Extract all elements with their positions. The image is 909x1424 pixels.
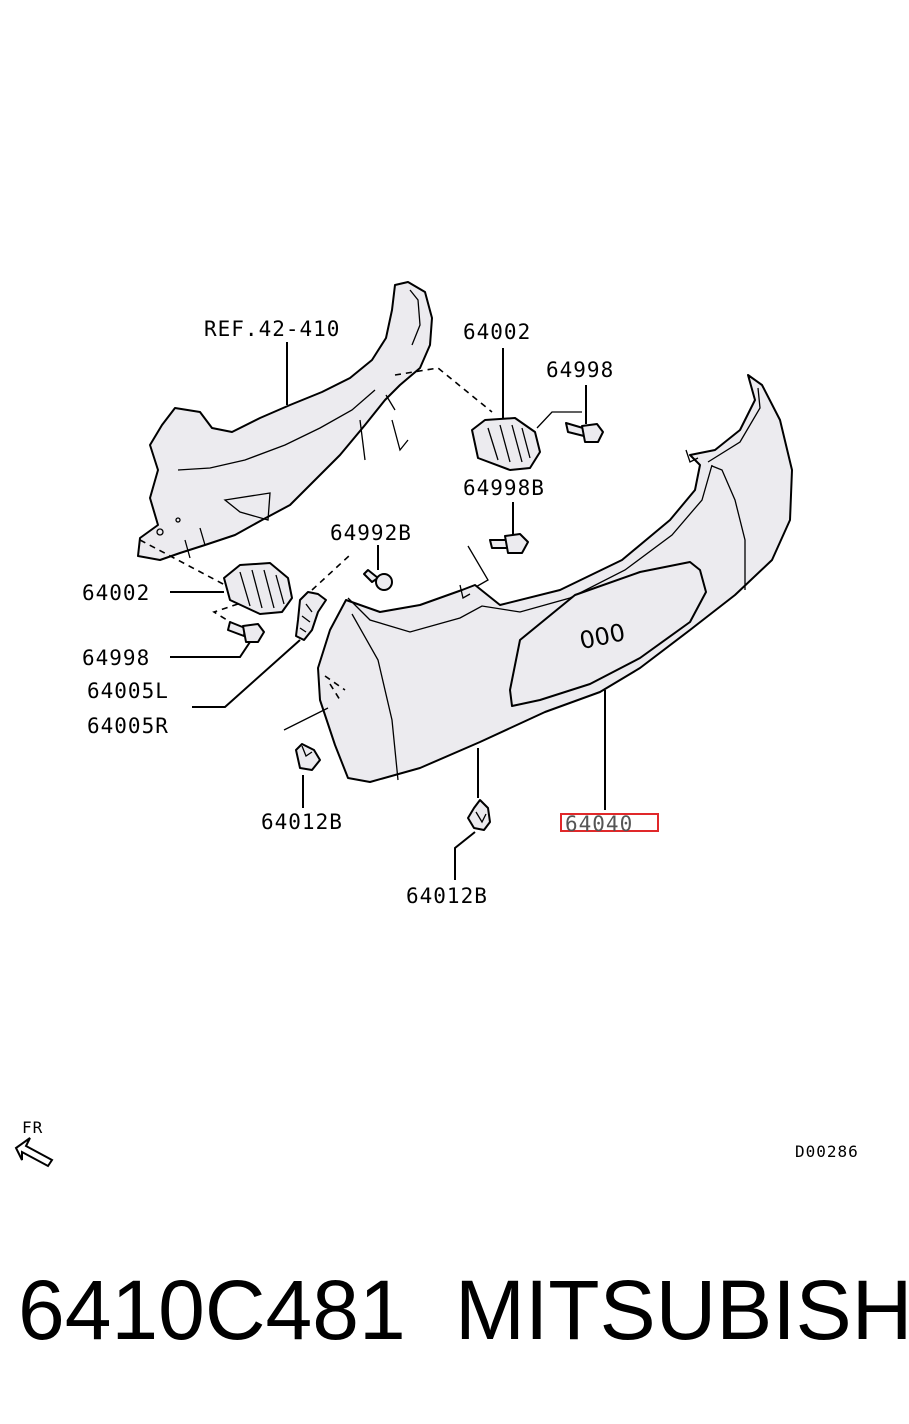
side-bracket-icon: [295, 591, 327, 641]
footer-brand: MITSUBISHI: [455, 1263, 909, 1357]
clip-bottom-icon: [467, 799, 491, 831]
label-64012b-bottom: 64012B: [406, 884, 488, 908]
mount-dash-side: [311, 554, 351, 591]
leader-64012b-bottom-label: [454, 831, 476, 880]
direction-label: FR: [22, 1118, 43, 1137]
leader-64005: [192, 639, 301, 708]
mount-dash-upper: [394, 367, 493, 413]
clip-left-icon: [295, 743, 321, 771]
leader-64998b-bracket: [467, 545, 489, 589]
label-64998b: 64998B: [463, 476, 545, 500]
bracket-upper-right-icon: [471, 417, 541, 471]
label-64002-upper: 64002: [463, 320, 531, 344]
drawing-code: D00286: [795, 1142, 859, 1161]
bolt-left-icon: [227, 621, 265, 643]
label-64002-left: 64002: [82, 581, 150, 605]
rear-body-panel: [137, 281, 433, 561]
bolt-upper-right-icon: [565, 422, 604, 443]
leader-64998-left: [170, 641, 251, 658]
bolt-b-icon: [489, 533, 529, 554]
bracket-left-icon: [223, 562, 293, 615]
label-64012b-left: 64012B: [261, 810, 343, 834]
screw-icon: [363, 569, 393, 591]
leader-bracket-bolt: [536, 411, 582, 429]
label-64040: 64040: [565, 812, 633, 836]
ref-label: REF.42-410: [204, 317, 340, 341]
label-64992b: 64992B: [330, 521, 412, 545]
label-64005l: 64005L: [87, 679, 169, 703]
footer-part-number: 6410C481: [18, 1263, 406, 1357]
leader-clip-dash-left: [283, 707, 329, 731]
label-64998-upper: 64998: [546, 358, 614, 382]
highlight-box-64040: [560, 813, 659, 832]
label-64005r: 64005R: [87, 714, 169, 738]
label-64998-left: 64998: [82, 646, 150, 670]
mount-dash-left: [139, 539, 226, 586]
rear-bumper-cover: 000: [317, 374, 793, 783]
front-direction-arrow-icon: [14, 1137, 54, 1168]
